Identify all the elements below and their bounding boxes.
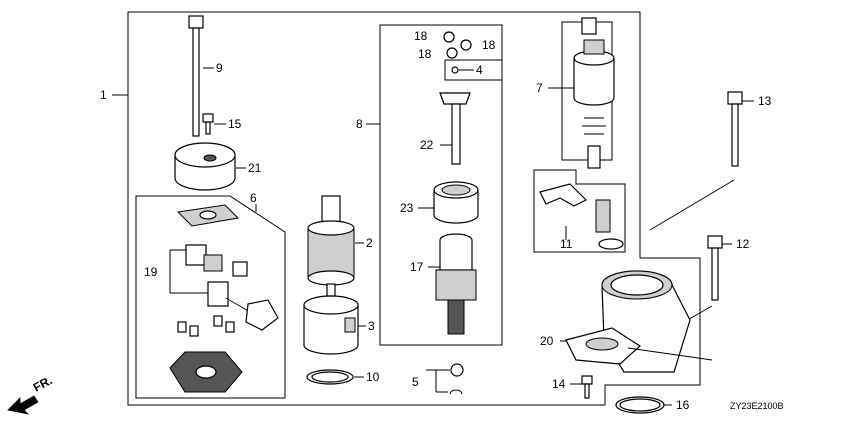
callout-20: 20	[540, 334, 554, 348]
callout-11: 11	[560, 237, 573, 251]
gasket-plate-part	[176, 204, 240, 227]
pinion-part	[428, 233, 477, 335]
nuts-part	[443, 31, 472, 59]
callout-10: 10	[366, 370, 380, 384]
through-bolt-part	[188, 15, 214, 137]
callout-18-left-top: 18	[414, 29, 428, 43]
callout-4: 4	[476, 63, 483, 77]
drive-box	[379, 24, 503, 346]
callout-15: 15	[228, 117, 242, 131]
front-direction-indicator: FR.	[7, 373, 55, 415]
screw-part	[202, 113, 226, 135]
callout-22: 22	[420, 138, 434, 152]
armature-part	[307, 195, 364, 297]
ring-part	[306, 369, 364, 385]
callout-5: 5	[412, 375, 419, 389]
brush-plate-part	[169, 351, 243, 393]
pinion-shaft-part	[439, 92, 471, 165]
callout-14: 14	[552, 377, 566, 391]
steel-ball-part	[451, 66, 459, 74]
callout-9: 9	[216, 61, 223, 75]
brush-holder-part	[169, 244, 279, 331]
o-ring-part	[615, 396, 672, 414]
callout-23: 23	[400, 201, 414, 215]
screw-14-part	[570, 375, 593, 399]
callout-7: 7	[536, 81, 543, 95]
brush-springs-part	[177, 315, 235, 337]
front-arrow-icon	[7, 395, 39, 415]
internal-gear-part	[418, 181, 479, 224]
diagram-code: ZY23E2100B	[730, 401, 784, 411]
callout-16: 16	[676, 398, 690, 412]
callout-18-left-bottom: 18	[418, 47, 432, 61]
callout-6: 6	[250, 191, 257, 205]
lever-box	[533, 169, 626, 253]
callout-12: 12	[736, 237, 750, 251]
assembly-outline	[127, 11, 701, 406]
callout-8: 8	[356, 117, 363, 131]
front-label: FR.	[31, 373, 55, 394]
drive-inner-box	[444, 60, 502, 81]
shift-lever-part	[539, 183, 624, 250]
yoke-part	[303, 295, 366, 355]
washer-clip-part	[426, 363, 464, 395]
callout-1: 1	[100, 88, 107, 102]
callout-13: 13	[758, 94, 772, 108]
drive-housing-part	[560, 270, 713, 373]
callout-19: 19	[144, 265, 158, 279]
solenoid-part	[548, 17, 615, 169]
callout-17: 17	[410, 260, 424, 274]
bolt-13-part	[649, 91, 754, 231]
brush-holder-box	[135, 195, 286, 399]
callout-21: 21	[248, 161, 262, 175]
callout-3: 3	[368, 319, 375, 333]
end-cover-part	[174, 142, 246, 191]
callout-2: 2	[366, 236, 373, 250]
callout-18-right: 18	[482, 38, 496, 52]
